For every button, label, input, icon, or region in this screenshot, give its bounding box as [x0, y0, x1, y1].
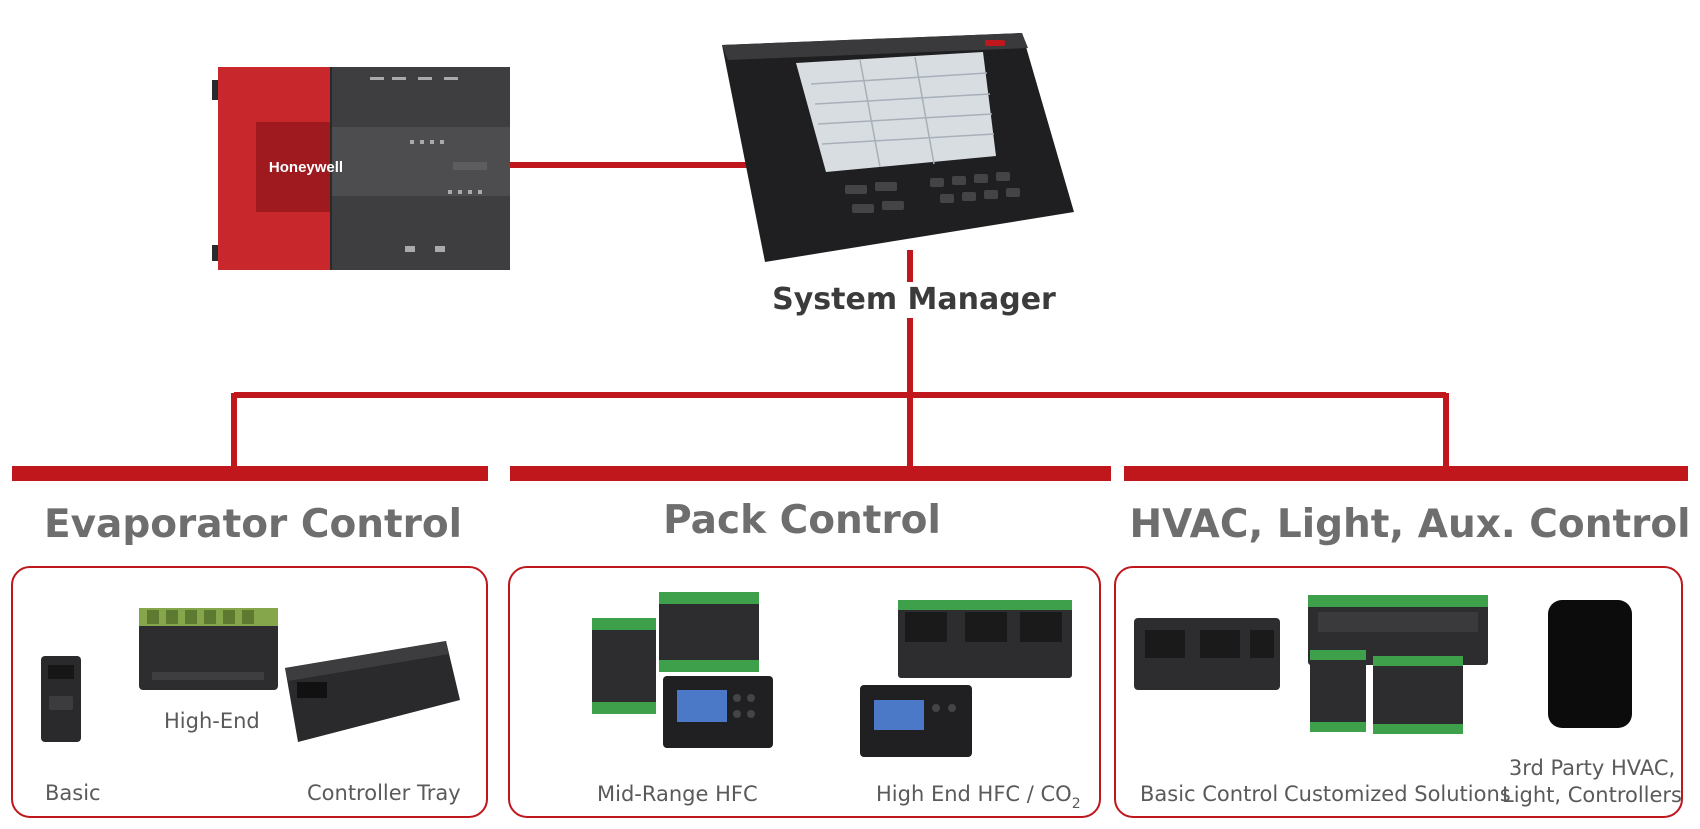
basic-control-device-image	[1134, 618, 1280, 690]
section-title-pack-control: Pack Control	[663, 498, 941, 543]
label-high-end-hfc-co2: High End HFC / CO2	[876, 782, 1081, 812]
honeywell-controller-image: Honeywell	[212, 67, 510, 270]
high-end-controller-image	[139, 608, 278, 690]
controller-tray-image	[285, 641, 460, 742]
label-3rd-party-line-1: 3rd Party HVAC,	[1509, 756, 1675, 780]
section-title-evaporator-control: Evaporator Control	[44, 502, 462, 547]
pack-control-panel	[508, 566, 1101, 818]
label-basic: Basic	[45, 781, 101, 805]
customized-solutions-devices-image	[1308, 595, 1488, 734]
hvac-light-aux-control-panel	[1114, 566, 1683, 818]
mid-range-hfc-controllers-image	[592, 592, 773, 748]
evaporator-control-panel	[11, 566, 488, 818]
high-end-hfc-co2-controllers-image	[860, 600, 1072, 757]
label-high-end: High-End	[164, 709, 260, 733]
label-controller-tray: Controller Tray	[307, 781, 461, 805]
section-bars	[12, 466, 1688, 481]
label-customized-solutions: Customized Solutions	[1284, 782, 1511, 806]
section-title-hvac-light-aux-control: HVAC, Light, Aux. Control	[1129, 502, 1690, 547]
system-manager-label: System Manager	[772, 282, 1056, 317]
connector-lines	[231, 162, 1449, 468]
system-manager-device-image	[722, 33, 1074, 262]
honeywell-logo: Honeywell	[269, 159, 343, 176]
label-basic-control: Basic Control	[1140, 782, 1278, 806]
label-3rd-party-line-2: Light, Controllers	[1502, 783, 1682, 807]
basic-controller-image	[41, 656, 81, 742]
label-mid-range-hfc: Mid-Range HFC	[597, 782, 758, 806]
third-party-controller-image	[1548, 600, 1632, 728]
